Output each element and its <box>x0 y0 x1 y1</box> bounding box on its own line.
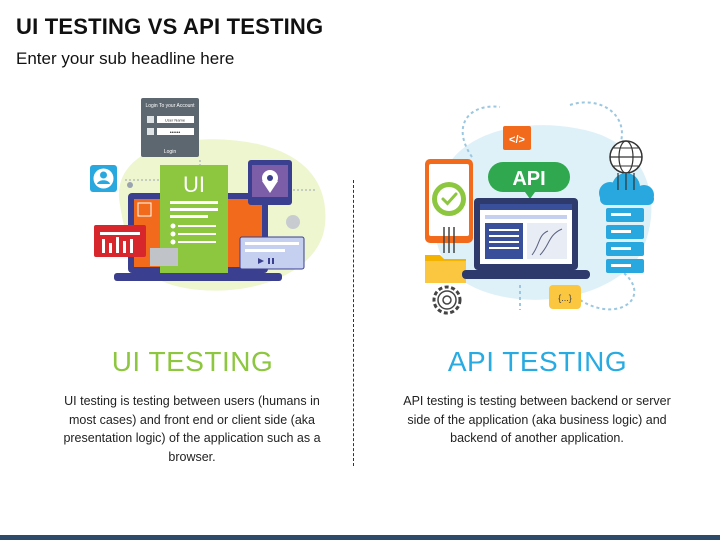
page-title: UI TESTING VS API TESTING <box>16 14 324 39</box>
bottom-accent-bar <box>0 535 720 540</box>
bar-chart-icon <box>94 225 146 257</box>
login-button-label: Login <box>164 149 176 155</box>
folder-icon <box>425 255 466 283</box>
section-divider <box>353 180 354 466</box>
location-pin-icon <box>248 160 292 205</box>
json-tag-icon: {...} <box>549 285 581 309</box>
ui-testing-heading: UI TESTING <box>111 346 274 377</box>
ui-testing-description: UI testing is testing between users (hum… <box>63 394 321 464</box>
user-icon <box>90 165 117 192</box>
login-username-label: User Name <box>165 118 186 123</box>
api-laptop <box>462 198 590 279</box>
api-testing-illustration: </> API <box>425 101 654 315</box>
media-player-icon <box>239 236 305 270</box>
api-testing-description: API testing is testing between backend o… <box>403 394 671 445</box>
globe-icon <box>609 140 643 174</box>
code-tag-label: </> <box>509 134 525 146</box>
gear-icon <box>432 285 462 315</box>
ui-screen-label: UI <box>183 172 205 197</box>
api-testing-heading: API TESTING <box>447 346 628 377</box>
server-icon <box>606 208 644 273</box>
login-card-title: Login To your Account <box>145 103 195 109</box>
ui-testing-illustration: Login To your Account User Name •••••• L… <box>90 98 326 291</box>
login-card: Login To your Account User Name •••••• L… <box>141 98 199 157</box>
page-subtitle: Enter your sub headline here <box>16 49 235 68</box>
json-tag-label: {...} <box>558 293 572 303</box>
phone-device <box>425 159 473 243</box>
code-tag-icon: </> <box>503 126 531 150</box>
login-password-mask: •••••• <box>170 130 181 136</box>
cloud-icon <box>599 173 654 205</box>
api-bubble: API <box>488 162 570 199</box>
api-bubble-label: API <box>512 168 545 190</box>
checkmark-icon <box>441 192 458 206</box>
